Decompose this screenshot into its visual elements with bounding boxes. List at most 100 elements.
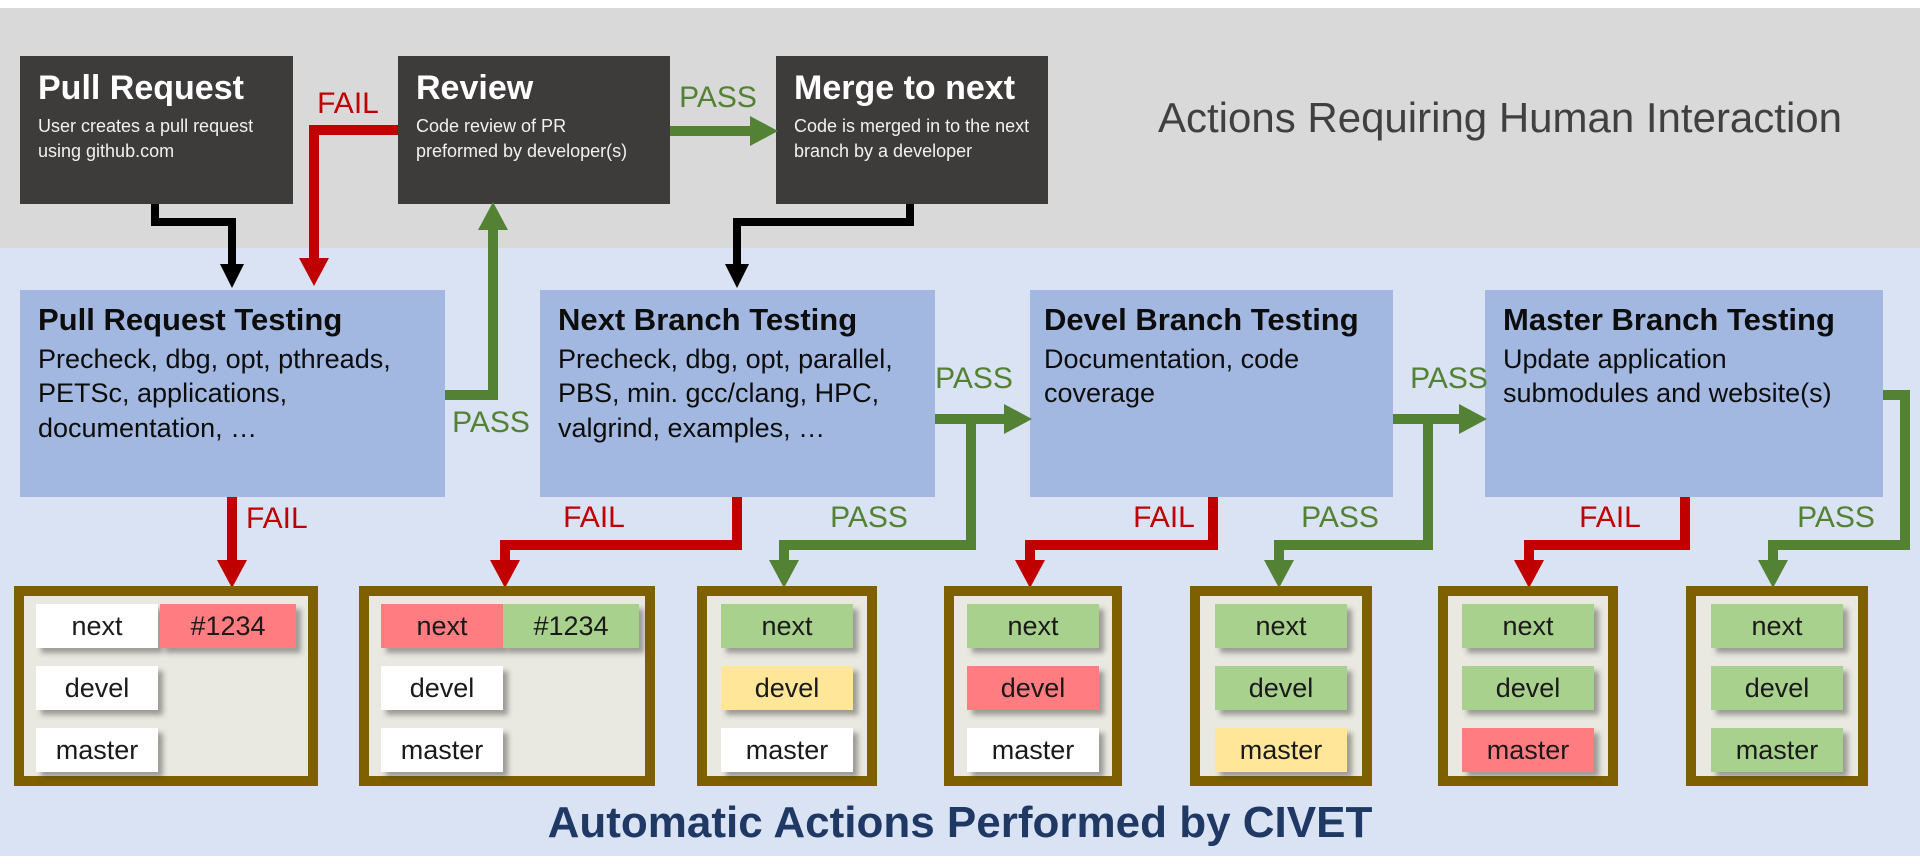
status-box-2: next devel master #1234 bbox=[359, 586, 655, 786]
devel-branch-testing-box: Devel Branch Testing Documentation, code… bbox=[1030, 290, 1393, 497]
pull-request-testing-box: Pull Request Testing Precheck, dbg, opt,… bbox=[20, 290, 445, 497]
merge-to-next-desc: Code is merged in to the next branch by … bbox=[794, 116, 1030, 161]
arrow-segment bbox=[1524, 540, 1534, 562]
status-box-1: next devel master #1234 bbox=[14, 586, 318, 786]
status-box-4: next devel master bbox=[944, 586, 1122, 786]
branch-chip-next: next bbox=[1711, 604, 1843, 648]
branch-chip-master: master bbox=[36, 728, 158, 772]
pass-label: PASS bbox=[830, 501, 908, 534]
review-desc: Code review of PR preformed by developer… bbox=[416, 116, 628, 161]
arrow-segment bbox=[228, 218, 236, 264]
branch-chip-next: next bbox=[721, 604, 853, 648]
arrow-segment bbox=[1524, 540, 1690, 550]
branch-chip-next: next bbox=[1462, 604, 1594, 648]
arrow-segment bbox=[1208, 497, 1218, 550]
pass-label: PASS bbox=[679, 81, 757, 114]
master-branch-testing-title: Master Branch Testing bbox=[1503, 302, 1835, 337]
arrowhead-down-icon bbox=[1514, 560, 1544, 588]
pull-request-box: Pull Request User creates a pull request… bbox=[20, 56, 293, 204]
pull-request-testing-title: Pull Request Testing bbox=[38, 302, 343, 337]
branch-chip-next: next bbox=[381, 604, 503, 648]
branch-chip-devel: devel bbox=[381, 666, 503, 710]
next-branch-testing-title: Next Branch Testing bbox=[558, 302, 858, 337]
status-box-3: next devel master bbox=[697, 586, 877, 786]
devel-branch-testing-title: Devel Branch Testing bbox=[1044, 302, 1359, 337]
arrow-segment bbox=[966, 414, 976, 550]
arrowhead-down-icon bbox=[217, 560, 247, 588]
merge-to-next-title: Merge to next bbox=[794, 69, 1016, 107]
pull-request-desc: User creates a pull request using github… bbox=[38, 116, 254, 161]
pr-number-chip: #1234 bbox=[160, 604, 296, 648]
devel-branch-testing-desc: Documentation, code coverage bbox=[1044, 343, 1300, 409]
arrow-segment bbox=[733, 218, 914, 226]
arrow-segment bbox=[445, 390, 498, 400]
branch-list: next devel master bbox=[1711, 604, 1843, 772]
branch-chip-next: next bbox=[36, 604, 158, 648]
branch-chip-next: next bbox=[1215, 604, 1347, 648]
branch-chip-master: master bbox=[381, 728, 503, 772]
branch-list: next devel master bbox=[1462, 604, 1594, 772]
master-branch-testing-desc: Update application submodules and websit… bbox=[1503, 343, 1832, 409]
branch-chip-master: master bbox=[721, 728, 853, 772]
merge-to-next-box: Merge to next Code is merged in to the n… bbox=[776, 56, 1048, 204]
arrow-segment bbox=[500, 540, 742, 550]
branch-list: next devel master bbox=[381, 604, 503, 772]
pull-request-testing-desc: Precheck, dbg, opt, pthreads, PETSc, app… bbox=[38, 343, 391, 443]
arrow-segment bbox=[1274, 540, 1433, 550]
arrowhead-up-icon bbox=[478, 202, 508, 230]
fail-label: FAIL bbox=[563, 501, 625, 534]
status-box-6: next devel master bbox=[1438, 586, 1618, 786]
arrow-segment bbox=[488, 230, 498, 400]
arrow-segment bbox=[779, 540, 789, 562]
arrow-segment bbox=[1768, 540, 1910, 550]
branch-chip-devel: devel bbox=[1462, 666, 1594, 710]
arrowhead-down-icon bbox=[299, 258, 329, 286]
arrow-segment bbox=[1423, 414, 1433, 550]
arrow-segment bbox=[1900, 390, 1910, 550]
review-box: Review Code review of PR preformed by de… bbox=[398, 56, 670, 204]
arrowhead-down-icon bbox=[769, 560, 799, 588]
pass-label: PASS bbox=[1797, 501, 1875, 534]
branch-chip-next: next bbox=[967, 604, 1099, 648]
branch-chip-devel: devel bbox=[967, 666, 1099, 710]
branch-list: next devel master bbox=[721, 604, 853, 772]
fail-label: FAIL bbox=[246, 502, 308, 535]
status-box-7: next devel master bbox=[1686, 586, 1868, 786]
branch-chip-devel: devel bbox=[36, 666, 158, 710]
arrow-segment bbox=[732, 497, 742, 550]
branch-chip-master: master bbox=[1711, 728, 1843, 772]
next-branch-testing-desc: Precheck, dbg, opt, parallel, PBS, min. … bbox=[558, 343, 893, 443]
arrow-segment bbox=[309, 125, 319, 258]
pr-chip-column: #1234 bbox=[503, 604, 639, 768]
fail-label: FAIL bbox=[1579, 501, 1641, 534]
arrow-segment bbox=[151, 218, 236, 226]
human-actions-title: Actions Requiring Human Interaction bbox=[1157, 94, 1843, 141]
fail-label: FAIL bbox=[317, 87, 379, 120]
branch-chip-devel: devel bbox=[721, 666, 853, 710]
fail-label: FAIL bbox=[1133, 501, 1195, 534]
branch-chip-master: master bbox=[1462, 728, 1594, 772]
branch-list: next devel master bbox=[967, 604, 1099, 772]
branch-chip-devel: devel bbox=[1711, 666, 1843, 710]
arrow-segment bbox=[1025, 540, 1035, 562]
pass-label: PASS bbox=[452, 406, 530, 439]
arrow-segment bbox=[314, 125, 398, 135]
arrow-segment bbox=[779, 540, 976, 550]
arrowhead-down-icon bbox=[1015, 560, 1045, 588]
arrow-segment bbox=[227, 497, 237, 562]
arrow-segment bbox=[1274, 540, 1284, 562]
branch-chip-master: master bbox=[967, 728, 1099, 772]
arrow-segment bbox=[1025, 540, 1218, 550]
pass-label: PASS bbox=[1301, 501, 1379, 534]
arrow-segment bbox=[500, 540, 510, 562]
arrowhead-down-icon bbox=[490, 560, 520, 588]
pass-label: PASS bbox=[935, 362, 1013, 395]
pr-number-chip: #1234 bbox=[503, 604, 639, 648]
arrow-segment bbox=[906, 204, 914, 226]
arrow-segment bbox=[1883, 390, 1910, 400]
arrow-segment bbox=[733, 218, 741, 264]
arrowhead-down-icon bbox=[1264, 560, 1294, 588]
